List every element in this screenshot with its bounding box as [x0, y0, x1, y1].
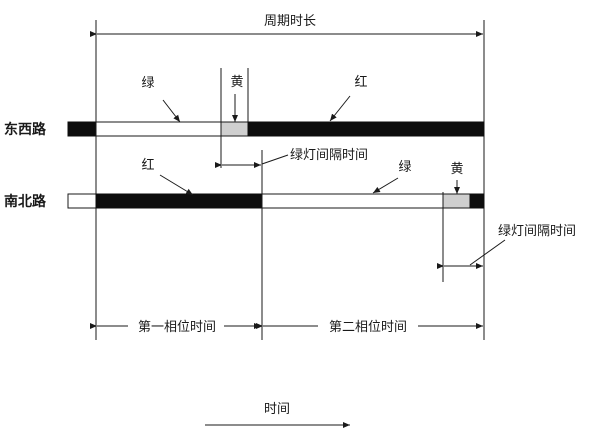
ns-red-label: 红 — [141, 157, 154, 173]
ns-yellow-bar — [442, 193, 471, 209]
ew-red-label: 红 — [354, 74, 367, 90]
ns-clearance-label: 绿灯间隔时间 — [498, 224, 576, 239]
phase1-label: 第一相位时间 — [138, 320, 216, 335]
ew-clearance-label: 绿灯间隔时间 — [290, 148, 368, 163]
ew-green-label: 绿 — [141, 76, 154, 91]
ns-yellow-label: 黄 — [450, 162, 463, 177]
ns-red-pointer — [159, 174, 194, 196]
ew-row-label: 东西路 — [4, 121, 47, 138]
ew-red-lead-bar — [67, 121, 97, 137]
cycle-length-label: 周期时长 — [264, 14, 316, 29]
time-label: 时间 — [264, 402, 290, 417]
ns-green-pointer — [372, 177, 399, 194]
ew-yellow-label: 黄 — [230, 75, 243, 90]
ew-green-pointer — [162, 99, 181, 123]
ns-green-lead-bar — [67, 193, 97, 209]
phase2-label: 第二相位时间 — [329, 320, 407, 335]
ew-yellow-bar — [220, 121, 249, 137]
ns-green-bar — [261, 193, 444, 209]
ew-red-pointer — [329, 95, 351, 122]
ew-red-bar — [247, 121, 485, 137]
ns-clearance-pointer — [469, 239, 506, 266]
ew-green-bar — [95, 121, 222, 137]
ns-red-bar — [95, 193, 263, 209]
ew-clearance-pointer — [261, 154, 289, 165]
ns-green-label: 绿 — [398, 160, 411, 175]
ns-red-tail-bar — [469, 193, 485, 209]
ns-row-label: 南北路 — [4, 193, 47, 210]
